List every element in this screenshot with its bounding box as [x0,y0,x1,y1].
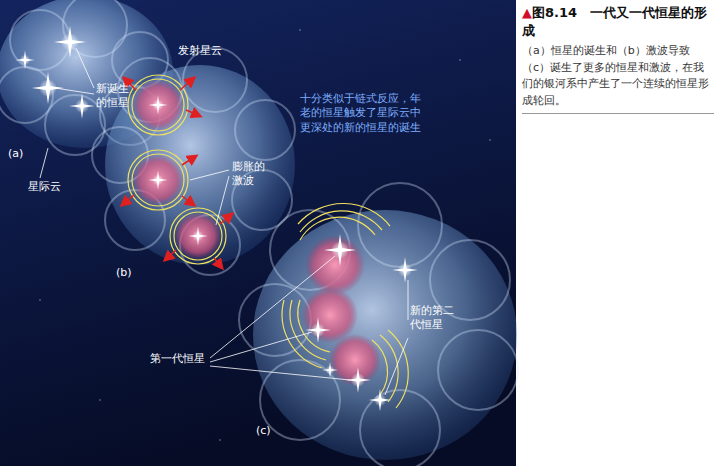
first-gen-label: 第一代恒星 [150,352,205,366]
second-gen-label: 新的第二代恒星 [410,304,457,333]
panel-letter: (b) [116,266,132,280]
note-text: 十分类似于链式反应，年老的恒星触发了星际云中更深处的新的恒星的诞生 [300,92,428,135]
star-label: 新诞生的恒星 [96,82,132,111]
shock-label: 膨胀的激波 [232,160,268,189]
figure-caption: （a）恒星的诞生和（b）激波导致（c）诞生了更多的恒星和激波，在我们的银河系中产… [522,43,714,109]
panel-letter: (a) [8,147,23,161]
cloud-label: 星际云 [28,180,61,194]
figure-title: ▲图8.14 一代又一代恒星的形成 [522,4,714,39]
caption-rule [522,113,714,114]
nebula-label: 发射星云 [178,44,222,58]
panel-letter: (c) [256,424,271,438]
